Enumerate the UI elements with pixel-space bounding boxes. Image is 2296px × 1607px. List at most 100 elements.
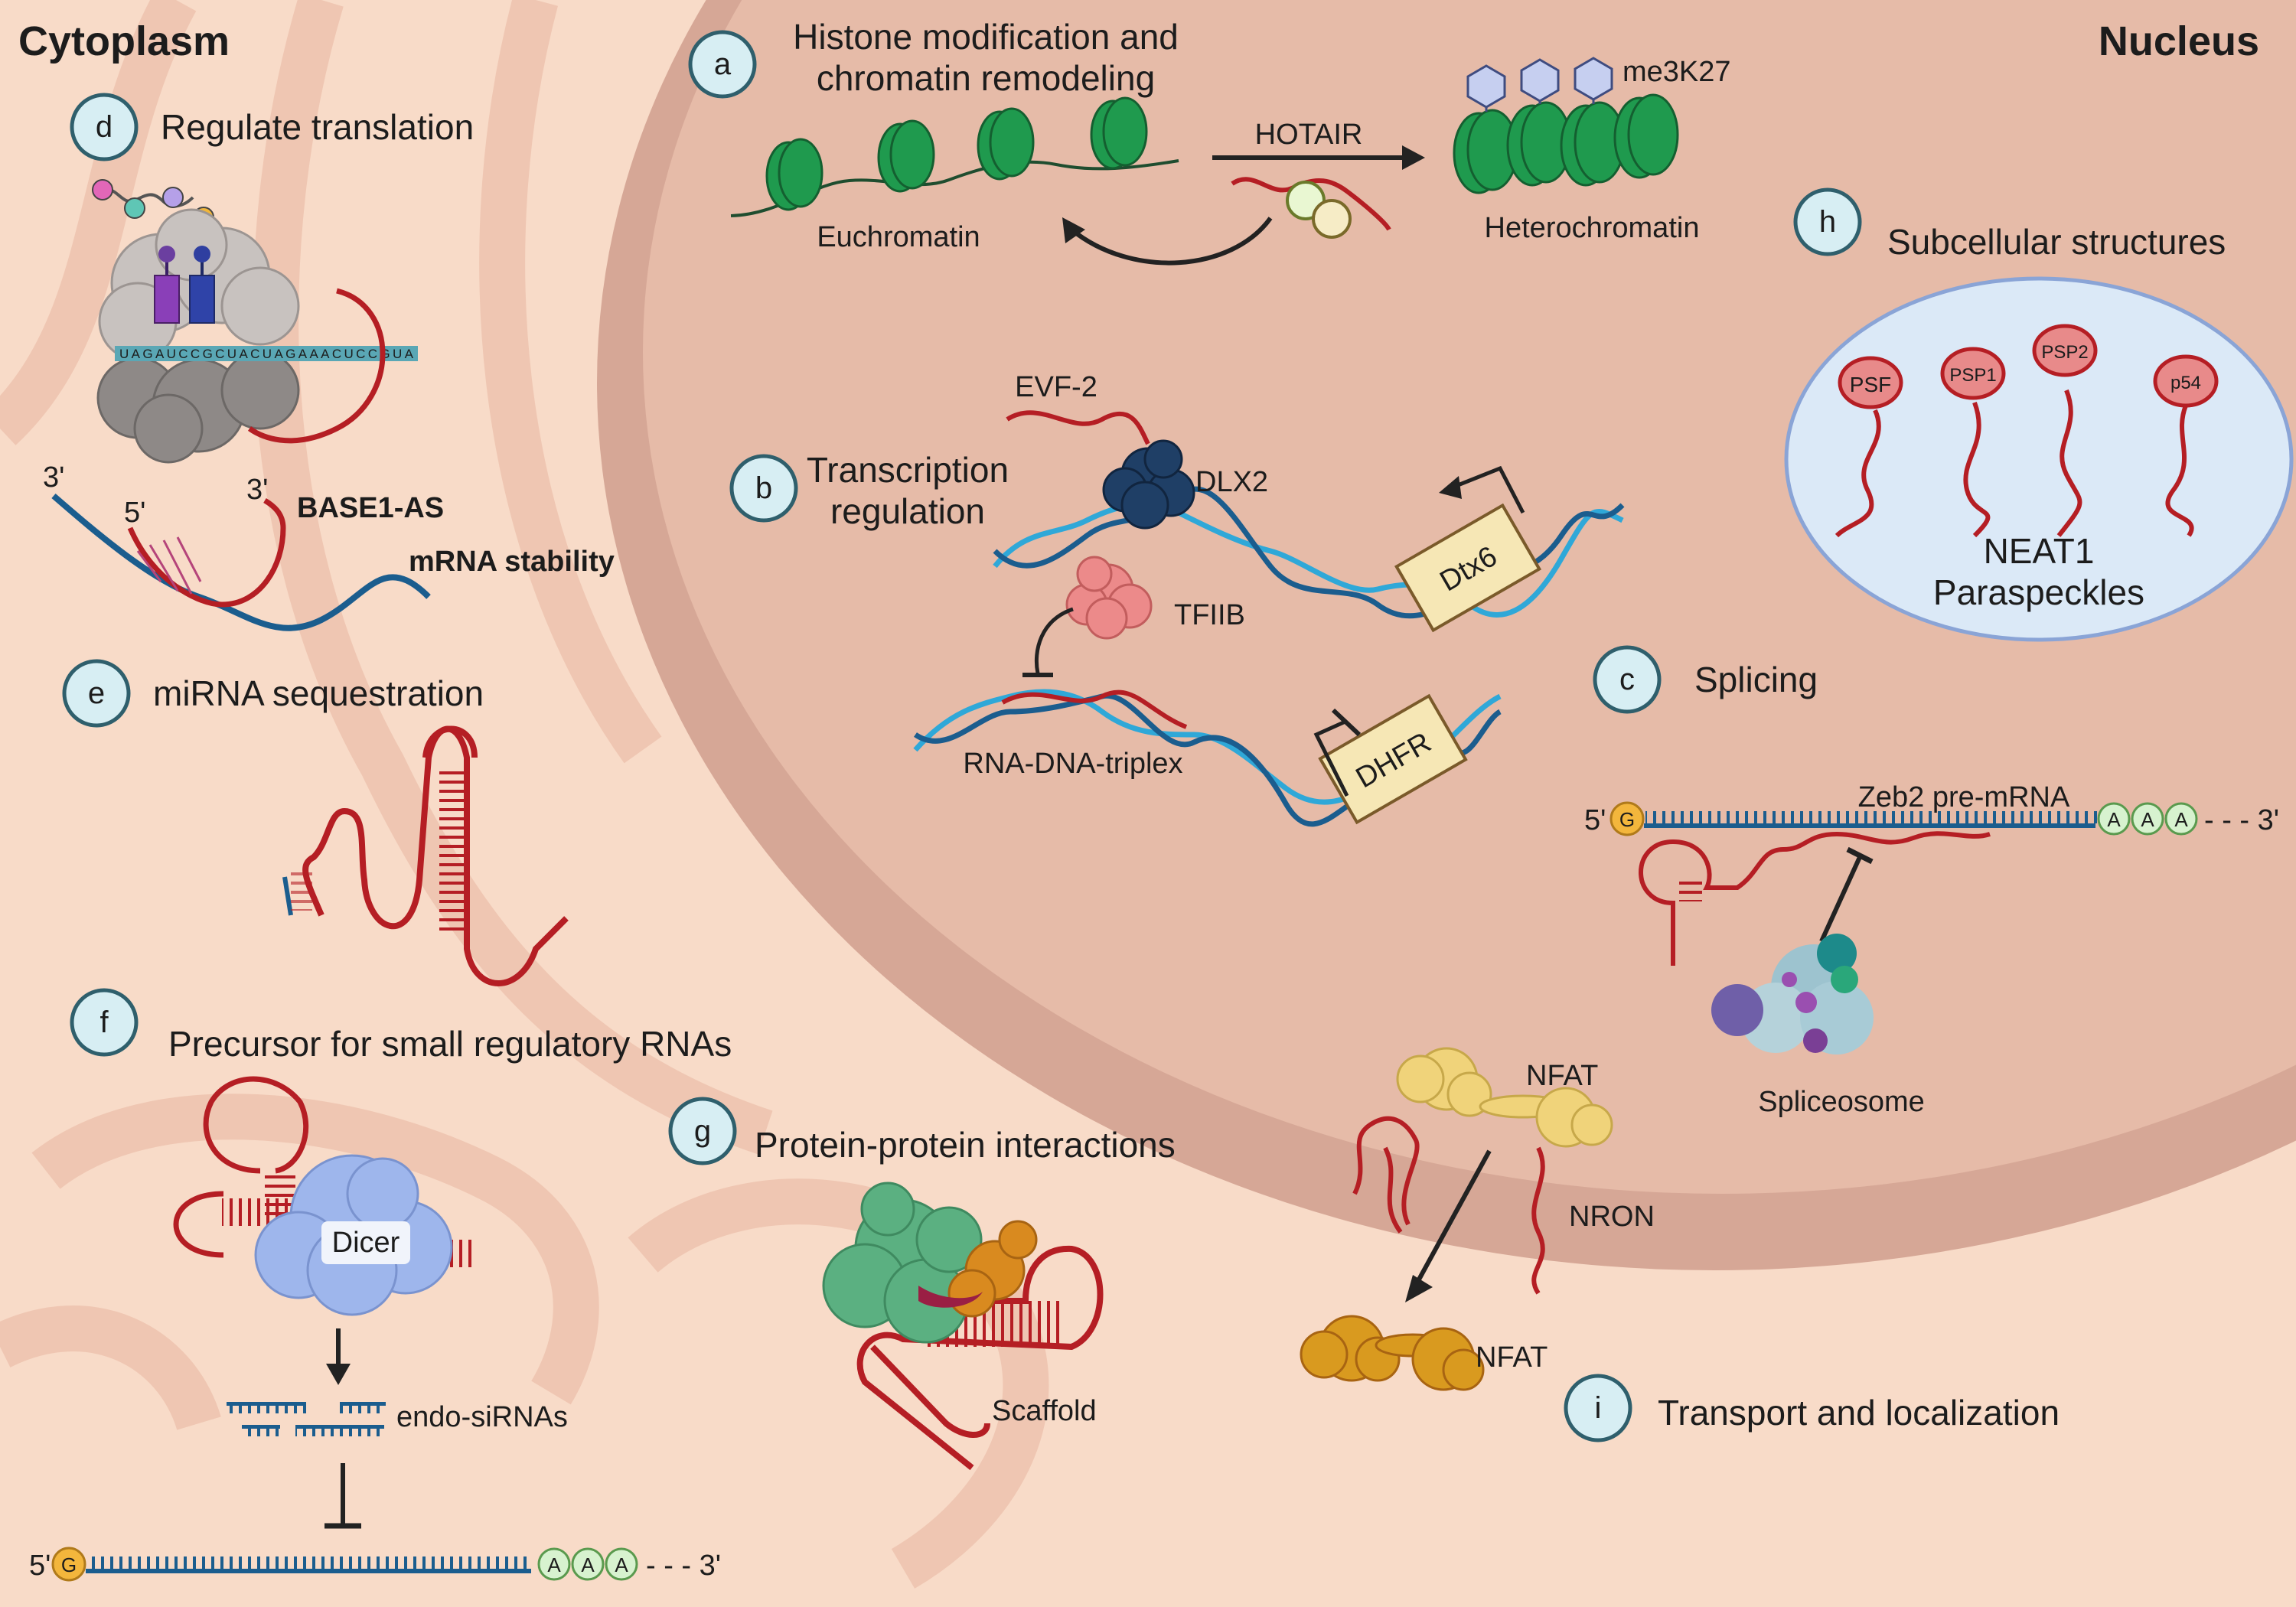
psp2-label: PSP2 (2041, 342, 2088, 363)
mrna-codons: UAGAUCCGCUACUAGAAACUCCGUA (119, 347, 414, 361)
f-five-prime: 5' (29, 1550, 51, 1582)
panel-i-badge (1564, 1374, 1632, 1442)
neat1-label: NEAT1 (1984, 531, 2095, 571)
neat1-rnas (1835, 389, 2194, 538)
base1-as-rna (127, 497, 286, 608)
panel-e-letter: e (88, 676, 105, 710)
panel-f-badge (70, 988, 139, 1057)
spliceosome-inhibition (1819, 856, 1862, 943)
euchromatin-nucleosomes (765, 96, 1148, 211)
nucleus-heading: Nucleus (2099, 18, 2259, 64)
panel-h: h Subcellular structures PSF PSP1 PSP2 p… (1784, 187, 2294, 642)
panel-a-letter: a (714, 47, 732, 81)
scaffold-lower-loop (870, 1345, 990, 1438)
scaffold-protein-crimson (918, 1286, 983, 1308)
triplex-rna (1001, 689, 1188, 729)
zeb2-antisense-rna (1639, 831, 1991, 966)
f-polya-2: A (581, 1553, 595, 1576)
cytoplasm-heading: Cytoplasm (18, 18, 230, 64)
panel-h-title: Subcellular structures (1887, 222, 2226, 262)
f-mrna-bases (87, 1556, 533, 1569)
f-mrna-backbone (86, 1569, 531, 1573)
f-cap-letter: G (61, 1553, 77, 1576)
tfiib-protein (1065, 556, 1153, 640)
p54-label: p54 (2170, 373, 2201, 393)
f-polya-3: A (615, 1553, 628, 1576)
mirna-bound-pairs (291, 872, 312, 911)
panel-b-title-line1: Transcription (807, 450, 1009, 490)
scaffold-protein-orange (947, 1220, 1038, 1318)
zeb2-polya-3: A (2174, 808, 2188, 831)
panel-h-badge (1793, 187, 1862, 256)
five-prime: 5' (124, 497, 145, 529)
zeb2-cap (1609, 801, 1645, 836)
psp1-label: PSP1 (1949, 365, 1996, 386)
panel-a-title-line1: Histone modification and (793, 17, 1179, 57)
duplex-hatch (136, 536, 202, 595)
sponge-rna (302, 725, 569, 986)
tfiib-inhibition (1034, 607, 1074, 674)
lsd1-complex (1312, 199, 1352, 239)
zeb2-polya-2: A (2141, 808, 2154, 831)
zeb2-polya-tail (2097, 802, 2198, 836)
mrna-stability-label: mRNA stability (409, 546, 615, 578)
panel-a-title-line2: chromatin remodeling (817, 58, 1155, 98)
panel-d-badge (70, 93, 139, 161)
precursor-loop-top (203, 1076, 309, 1174)
hotair-rna (1231, 177, 1391, 231)
sponge-hairpin (422, 725, 478, 758)
paraspeckles-label: Paraspeckles (1933, 572, 2144, 612)
mirna-bound (282, 876, 293, 916)
reversal-arrow (1070, 217, 1273, 266)
dlx2-label: DLX2 (1195, 466, 1268, 498)
panel-b: b Transcription regulation EVF-2 DLX2 TF… (729, 371, 1625, 827)
me3k27-label: me3K27 (1623, 56, 1731, 88)
dicer-label-box (321, 1221, 410, 1264)
scaffold-protein-green (822, 1182, 983, 1344)
heterochromatin-label: Heterochromatin (1485, 212, 1700, 244)
dtx6-promoter-arrowhead (1439, 476, 1462, 499)
zeb2-bases (1645, 811, 2097, 823)
triplex-label: RNA-DNA-triplex (963, 748, 1182, 780)
panel-b-title-line2: regulation (830, 491, 985, 531)
ribosome-small-subunit (96, 350, 300, 464)
zeb2-cap-letter: G (1619, 808, 1635, 831)
nfat-bottom-label: NFAT (1476, 1341, 1548, 1374)
nron-rnas (1352, 1116, 1545, 1295)
dicer-arrowhead (326, 1364, 351, 1385)
panel-d-letter: d (96, 110, 113, 144)
panel-b-badge (729, 454, 798, 523)
nron-label: NRON (1569, 1201, 1655, 1233)
dna-helix-upper-strand2 (993, 486, 1625, 619)
dna-helix-upper-strand1 (993, 501, 1624, 618)
panel-g-badge (668, 1097, 737, 1165)
zeb2-label: Zeb2 pre-mRNA (1858, 781, 2070, 813)
panel-h-letter: h (1819, 205, 1836, 239)
mrna-codon-strip (115, 346, 418, 361)
evf2-label: EVF-2 (1015, 371, 1097, 403)
panel-g-letter: g (694, 1114, 711, 1148)
panel-c-title: Splicing (1694, 660, 1818, 699)
psf-label: PSF (1850, 373, 1891, 396)
panel-f: f Precursor for small regulatory RNAs Di… (29, 988, 732, 1582)
panel-a-badge (688, 30, 757, 99)
panel-c: c Splicing Zeb2 pre-mRNA 5' G A A A - - … (1584, 645, 2279, 1118)
panel-f-letter: f (99, 1006, 109, 1039)
spliceosome-label: Spliceosome (1758, 1086, 1925, 1118)
euchromatin-label: Euchromatin (817, 221, 980, 253)
nfat-nuclear-protein (1396, 1047, 1613, 1148)
endo-sirnas-label: endo-siRNAs (396, 1401, 568, 1433)
dtx6-promoter-arrow (1453, 465, 1525, 514)
spliceosome-complex (1711, 934, 1874, 1054)
reversal-arrowhead (1062, 217, 1085, 243)
zeb2-polya-1: A (2107, 808, 2121, 831)
dlx2-protein (1102, 439, 1195, 530)
panel-a: a Histone modification and chromatin rem… (688, 17, 1731, 266)
panel-e: e miRNA sequestration (62, 659, 569, 986)
spliceosome-inhibition-bar (1846, 846, 1874, 865)
export-arrow (1417, 1149, 1492, 1281)
zeb2-five-prime: 5' (1584, 804, 1606, 836)
evf2-rna (1006, 410, 1150, 445)
panel-f-title: Precursor for small regulatory RNAs (168, 1024, 732, 1064)
